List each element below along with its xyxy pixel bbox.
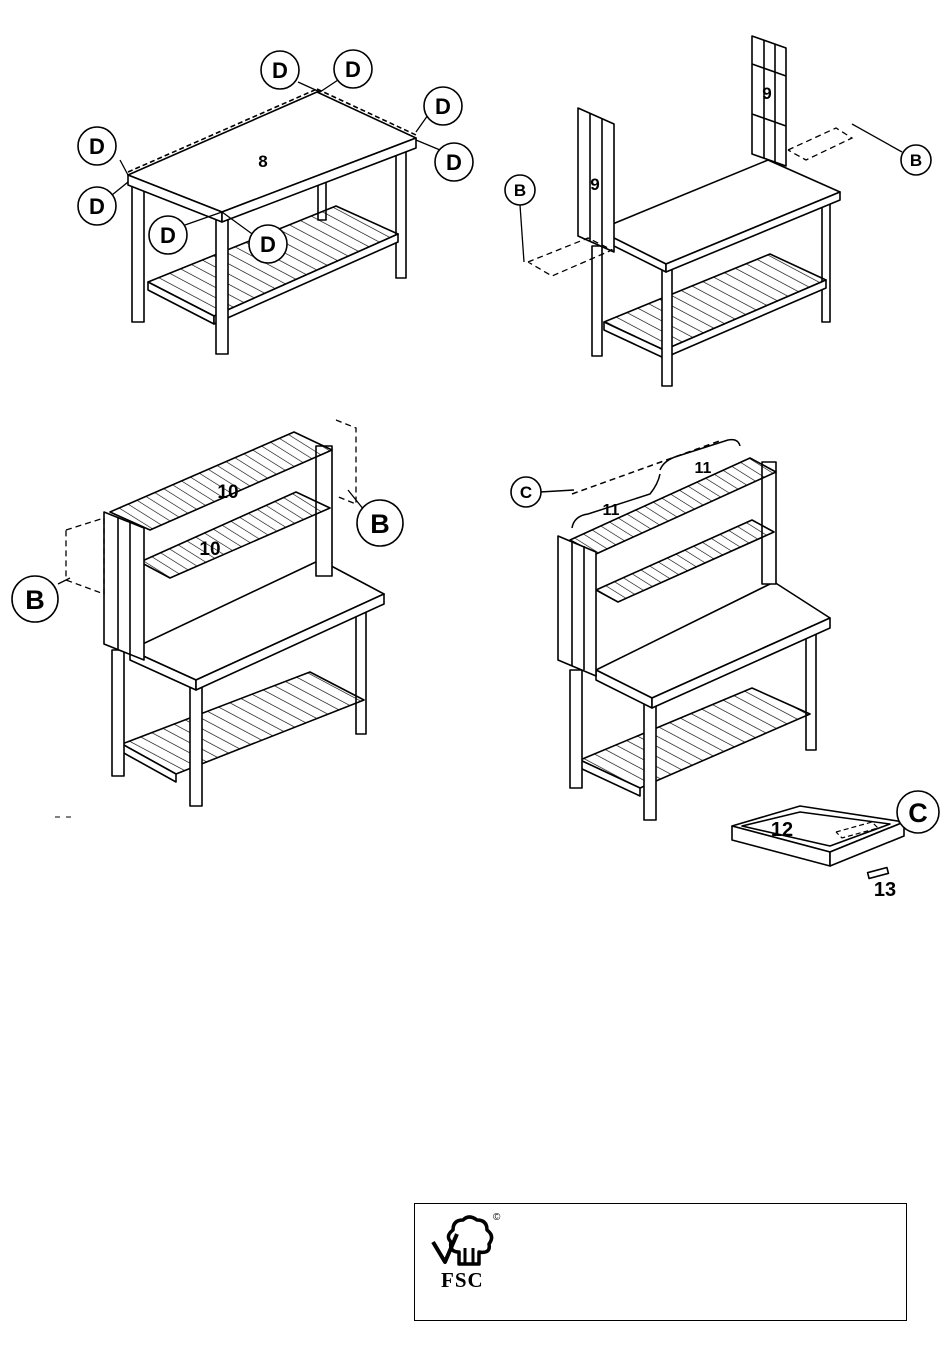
svg-text:B: B xyxy=(25,585,45,615)
callout-c-1: C xyxy=(511,477,541,507)
svg-text:D: D xyxy=(435,94,451,119)
callout-d-4: D xyxy=(249,225,287,263)
callout-d-6: D xyxy=(334,50,372,88)
panel-3-shelves xyxy=(104,432,384,806)
part-9-right: 9 xyxy=(762,84,771,103)
svg-text:D: D xyxy=(345,57,361,82)
part-11-left: 11 xyxy=(603,502,620,519)
fsc-label: FSC xyxy=(441,1268,484,1293)
svg-text:D: D xyxy=(260,232,276,257)
part-8: 8 xyxy=(258,152,267,171)
svg-text:B: B xyxy=(370,509,390,539)
callout-b-4: B xyxy=(357,500,403,546)
part-12: 12 xyxy=(771,819,793,841)
callout-d-2: D xyxy=(78,187,116,225)
fsc-tree-check-logo xyxy=(429,1212,501,1270)
part-13: 13 xyxy=(874,879,896,901)
svg-text:D: D xyxy=(272,58,288,83)
svg-text:B: B xyxy=(514,181,526,200)
callout-d-8: D xyxy=(435,143,473,181)
part-10-lower: 10 xyxy=(199,539,220,560)
svg-text:B: B xyxy=(910,151,922,170)
copyright-mark: © xyxy=(493,1212,500,1223)
part-11-right: 11 xyxy=(695,460,712,477)
svg-text:D: D xyxy=(89,134,105,159)
callout-b-1: B xyxy=(505,175,535,205)
callout-d-7: D xyxy=(424,87,462,125)
panel-2-side-panels xyxy=(578,36,840,386)
drawer-part-12 xyxy=(732,806,904,878)
svg-text:C: C xyxy=(520,483,532,502)
callout-c-2: C xyxy=(897,791,939,833)
panel-4-complete xyxy=(558,458,830,820)
svg-text:C: C xyxy=(908,798,928,828)
svg-text:D: D xyxy=(89,194,105,219)
part-10-upper: 10 xyxy=(217,482,238,503)
svg-text:D: D xyxy=(160,223,176,248)
callout-d-1: D xyxy=(78,127,116,165)
callout-d-5: D xyxy=(261,51,299,89)
callout-b-2: B xyxy=(901,145,931,175)
part-9-left: 9 xyxy=(590,175,599,194)
svg-text:D: D xyxy=(446,150,462,175)
callout-d-3: D xyxy=(149,216,187,254)
callout-b-3: B xyxy=(12,576,58,622)
fsc-certification-box: © FSC xyxy=(414,1203,907,1321)
